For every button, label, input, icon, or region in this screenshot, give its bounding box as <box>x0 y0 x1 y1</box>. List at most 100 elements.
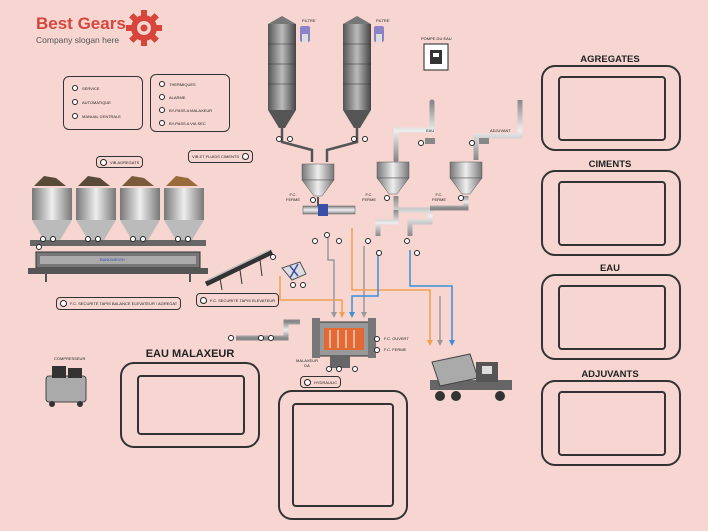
valve-indicator[interactable] <box>36 244 42 250</box>
eau-panel[interactable] <box>541 274 681 360</box>
vib-agregats-tag[interactable]: VIB AGREGATS <box>96 156 144 168</box>
status-indicator-icon <box>72 99 78 105</box>
adjuvants-panel[interactable] <box>541 380 681 466</box>
valve-indicator[interactable] <box>458 195 464 201</box>
valve-indicator[interactable] <box>336 366 342 372</box>
status-indicator-icon <box>159 107 165 113</box>
valve-indicator[interactable] <box>85 236 91 242</box>
brand-name: Best Gears <box>36 14 126 33</box>
main-display <box>292 403 394 507</box>
eau-display <box>558 285 666 350</box>
valve-indicator[interactable] <box>336 238 342 244</box>
valve-indicator[interactable] <box>352 366 358 372</box>
conveyor-label: BANDWEIGH <box>100 257 125 262</box>
valve-indicator[interactable] <box>469 140 475 146</box>
vib-fluids-tag[interactable]: VIB ET FLUIDS CIMENTS <box>188 150 254 163</box>
indicator-icon <box>242 153 250 160</box>
valve-indicator[interactable] <box>365 238 371 244</box>
compressor-icon <box>45 366 87 407</box>
valve-indicator[interactable] <box>268 335 274 341</box>
fc-ferme-mixer-label: F.C. FERME <box>384 347 407 352</box>
valve-indicator[interactable] <box>185 236 191 242</box>
ciments-panel[interactable] <box>541 170 681 256</box>
adjuvant-label: ADJUVANT <box>490 128 511 133</box>
eau-malaxeur-panel[interactable] <box>120 362 260 448</box>
valve-indicator[interactable] <box>351 136 357 142</box>
valve-indicator[interactable] <box>414 250 420 256</box>
valve-indicator[interactable] <box>270 254 276 260</box>
securite-elevateur-tag[interactable]: F.C. SECURITE TAPIS ELEVATEUR <box>196 293 280 307</box>
valve-indicator[interactable] <box>324 232 330 238</box>
legend-item-service: SERVICE <box>72 85 100 91</box>
gear-icon <box>126 10 162 46</box>
cement-weigh-hopper <box>301 163 335 197</box>
inclined-belt-elevator <box>204 249 274 291</box>
cement-silo-1 <box>268 16 296 128</box>
valve-indicator[interactable] <box>418 140 424 146</box>
fc-ferme-label-2: F.C. FERME <box>362 192 376 202</box>
legend-item-manual: MANUAL CENTRALE <box>72 113 121 119</box>
valve-indicator[interactable] <box>258 335 264 341</box>
brand-slogan: Company slogan here <box>36 35 120 45</box>
valve-indicator[interactable] <box>95 236 101 242</box>
agregates-panel[interactable] <box>541 65 681 151</box>
concrete-mixer-truck <box>430 353 512 401</box>
indicator-icon <box>304 378 311 386</box>
indicator-icon <box>60 300 67 307</box>
valve-indicator[interactable] <box>290 282 296 288</box>
valve-indicator[interactable] <box>175 236 181 242</box>
ciments-display <box>558 181 666 246</box>
securite-balance-tag[interactable]: F.C. SECURITE TAPIS BALANCE ELEVATEUR / … <box>56 297 182 310</box>
panel-title-adjuvants: ADJUVANTS <box>581 369 639 380</box>
status-indicator-icon <box>159 81 165 87</box>
valve-indicator[interactable] <box>40 236 46 242</box>
valve-indicator[interactable] <box>310 197 316 203</box>
fc-ferme-label-3: F.C. FERME <box>432 192 446 202</box>
valve-indicator[interactable] <box>376 250 382 256</box>
panel-title-agregates: AGREGATES <box>580 54 640 65</box>
legend-item-bypass-sec: BY-PASS A VIA SEC <box>159 120 206 126</box>
aggregate-skip <box>281 261 307 281</box>
valve-indicator[interactable] <box>404 238 410 244</box>
adjuvants-display <box>558 391 666 456</box>
status-indicator-icon <box>159 94 165 100</box>
legend-status: SERVICE AUTOMATIQUE MANUAL CENTRALE <box>63 76 143 130</box>
status-indicator-icon <box>72 113 78 119</box>
panel-title-eau: EAU <box>599 263 621 274</box>
water-weigh-hopper <box>376 161 410 195</box>
valve-indicator[interactable] <box>50 236 56 242</box>
indicator-icon <box>100 158 107 166</box>
aggregate-hoppers <box>30 176 206 246</box>
filter-icon <box>300 26 310 42</box>
valve-indicator[interactable] <box>362 136 368 142</box>
valve-indicator[interactable] <box>140 236 146 242</box>
filter-label-1: FILTRE <box>302 18 316 23</box>
valve-indicator[interactable] <box>326 366 332 372</box>
valve-indicator[interactable] <box>287 136 293 142</box>
fc-ferme-label-1: F.C. FERME <box>286 192 300 202</box>
mixer-malaxeur[interactable] <box>312 318 376 368</box>
agregates-display <box>558 76 666 141</box>
valve-indicator[interactable] <box>384 195 390 201</box>
valve-indicator[interactable] <box>374 336 380 342</box>
valve-indicator[interactable] <box>130 236 136 242</box>
weigh-belt-conveyor <box>28 251 208 282</box>
valve-indicator[interactable] <box>228 335 234 341</box>
main-display-panel[interactable] <box>278 390 408 520</box>
valve-indicator[interactable] <box>312 238 318 244</box>
hydraulic-tag[interactable]: HYDRAULIC <box>300 376 342 388</box>
water-pump-icon[interactable] <box>423 43 449 71</box>
eau-malaxeur-display <box>137 375 245 435</box>
valve-indicator[interactable] <box>374 347 380 353</box>
valve-indicator[interactable] <box>276 136 282 142</box>
status-indicator-icon <box>159 120 165 126</box>
valve-indicator[interactable] <box>300 282 306 288</box>
legend-item-bypass-malaxeur: BY-PASS A MALAXEUR <box>159 107 212 113</box>
filter-label-2: FILTRE <box>376 18 390 23</box>
mixer-label: MALAXEUR DA <box>296 358 319 368</box>
status-indicator-icon <box>72 85 78 91</box>
legend-item-automatique: AUTOMATIQUE <box>72 99 111 105</box>
screw-conveyor <box>302 197 356 216</box>
filter-icon <box>374 26 384 42</box>
